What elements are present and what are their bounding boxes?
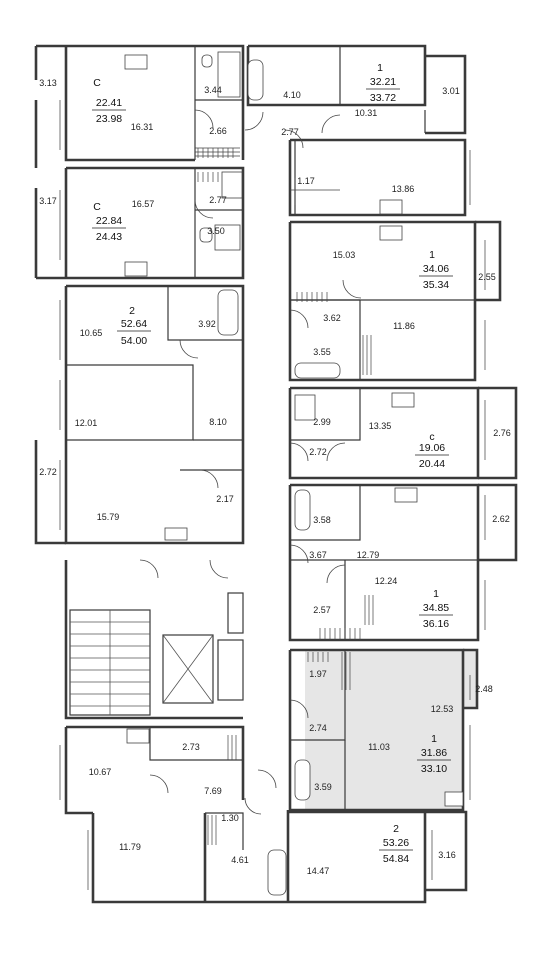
room-area: 2.62 xyxy=(492,514,510,524)
room-area: 2.17 xyxy=(216,494,234,504)
room-area: 16.57 xyxy=(132,199,155,209)
room-area: 1.17 xyxy=(297,176,315,186)
apartment-total-area: 35.34 xyxy=(423,279,449,291)
apartment-living-area: 34.06 xyxy=(423,263,449,275)
room-area: 15.79 xyxy=(97,512,120,522)
room-area: 15.03 xyxy=(333,250,356,260)
apartment-label-a1[interactable]: C 22.41 23.98 xyxy=(92,77,126,125)
apartment-total-area: 36.16 xyxy=(423,618,449,630)
room-area: 3.50 xyxy=(207,226,225,236)
apartment-living-area: 22.41 xyxy=(96,97,122,109)
apartment-type: 1 xyxy=(429,249,435,261)
doors xyxy=(139,109,362,815)
highlighted-apartment[interactable] xyxy=(305,650,477,810)
apartment-label-a3[interactable]: C 22.84 24.43 xyxy=(92,201,126,243)
room-area: 2.66 xyxy=(209,126,227,136)
room-area: 1.97 xyxy=(309,669,327,679)
apartment-type: 2 xyxy=(129,305,135,317)
room-area: 11.03 xyxy=(368,742,390,752)
room-area: 2.48 xyxy=(475,684,493,694)
room-area: 3.92 xyxy=(198,319,216,329)
apartment-total-area: 33.72 xyxy=(370,92,396,104)
room-area: 12.79 xyxy=(357,550,380,560)
stair-core xyxy=(69,609,151,716)
room-area: 2.72 xyxy=(39,467,57,477)
apartment-label-a4[interactable]: 1 34.06 35.34 xyxy=(419,249,453,291)
room-area: 2.57 xyxy=(313,605,331,615)
room-area: 3.58 xyxy=(313,515,331,525)
fixtures xyxy=(124,51,464,896)
room-area: 2.77 xyxy=(281,127,299,137)
apartment-type: 1 xyxy=(433,588,439,600)
apartment-living-area: 53.26 xyxy=(383,837,409,849)
room-area: 3.55 xyxy=(313,347,331,357)
room-area: 10.65 xyxy=(80,328,103,338)
room-area: 3.67 xyxy=(309,550,327,560)
room-area: 2.76 xyxy=(493,428,511,438)
room-area: 2.99 xyxy=(313,417,331,427)
room-area: 1.30 xyxy=(221,813,239,823)
apartment-label-a9[interactable]: 2 53.26 54.84 xyxy=(379,823,413,865)
apartment-total-area: 23.98 xyxy=(96,113,122,125)
apartment-type: C xyxy=(93,201,101,213)
room-area: 3.59 xyxy=(314,782,332,792)
room-area: 2.72 xyxy=(309,447,327,457)
apartment-living-area: 19.06 xyxy=(419,442,445,454)
room-area: 3.62 xyxy=(323,313,341,323)
apartment-total-area: 54.00 xyxy=(121,335,147,347)
room-area: 2.55 xyxy=(478,272,496,282)
apartment-living-area: 32.21 xyxy=(370,76,396,88)
balcony-hatches xyxy=(195,147,374,845)
room-area: 7.69 xyxy=(204,786,222,796)
room-area: 2.73 xyxy=(182,742,200,752)
apartment-type: 1 xyxy=(431,733,437,745)
room-area: 4.61 xyxy=(231,855,249,865)
room-area: 3.01 xyxy=(442,86,460,96)
apartment-type: с xyxy=(429,431,434,443)
room-area: 4.10 xyxy=(283,90,301,100)
room-area: 2.77 xyxy=(209,195,227,205)
room-area: 3.17 xyxy=(39,196,57,206)
interior-walls xyxy=(149,46,361,850)
apartment-type: 2 xyxy=(393,823,399,835)
room-area: 16.31 xyxy=(131,122,154,132)
room-area: 10.31 xyxy=(355,108,378,118)
room-area: 11.86 xyxy=(393,321,415,331)
apartment-total-area: 33.10 xyxy=(421,763,447,775)
room-area: 3.44 xyxy=(204,85,222,95)
apartment-label-a8[interactable]: 1 31.86 33.10 xyxy=(417,733,451,775)
apartment-total-area: 54.84 xyxy=(383,853,409,865)
apartment-label-a5[interactable]: 2 52.64 54.00 xyxy=(117,305,151,347)
room-area: 8.10 xyxy=(209,417,227,427)
apartment-label-a7[interactable]: 1 34.85 36.16 xyxy=(419,588,453,630)
apartment-living-area: 34.85 xyxy=(423,602,449,614)
room-area: 11.79 xyxy=(119,842,141,852)
room-area: 2.74 xyxy=(309,723,327,733)
room-area: 12.01 xyxy=(75,418,98,428)
room-area: 14.47 xyxy=(307,866,330,876)
apartment-living-area: 31.86 xyxy=(421,747,447,759)
apartment-type: 1 xyxy=(377,62,383,74)
room-area: 12.53 xyxy=(431,704,454,714)
elevator xyxy=(162,592,244,704)
room-area: 12.24 xyxy=(375,576,398,586)
room-area: 13.86 xyxy=(392,184,415,194)
apartment-type: C xyxy=(93,77,101,89)
apartment-living-area: 52.64 xyxy=(121,318,147,330)
apartment-total-area: 24.43 xyxy=(96,231,122,243)
room-areas: 3.13 16.31 3.44 2.66 4.10 2.77 10.31 3.0… xyxy=(39,78,511,876)
room-area: 13.35 xyxy=(369,421,392,431)
apartment-label-a6[interactable]: с 19.06 20.44 xyxy=(415,431,449,470)
room-area: 3.16 xyxy=(438,850,456,860)
apartment-living-area: 22.84 xyxy=(96,215,122,227)
apartment-label-a2[interactable]: 1 32.21 33.72 xyxy=(366,62,400,104)
windows xyxy=(59,100,486,890)
apartment-total-area: 20.44 xyxy=(419,458,445,470)
room-area: 3.13 xyxy=(39,78,57,88)
room-area: 10.67 xyxy=(89,767,112,777)
